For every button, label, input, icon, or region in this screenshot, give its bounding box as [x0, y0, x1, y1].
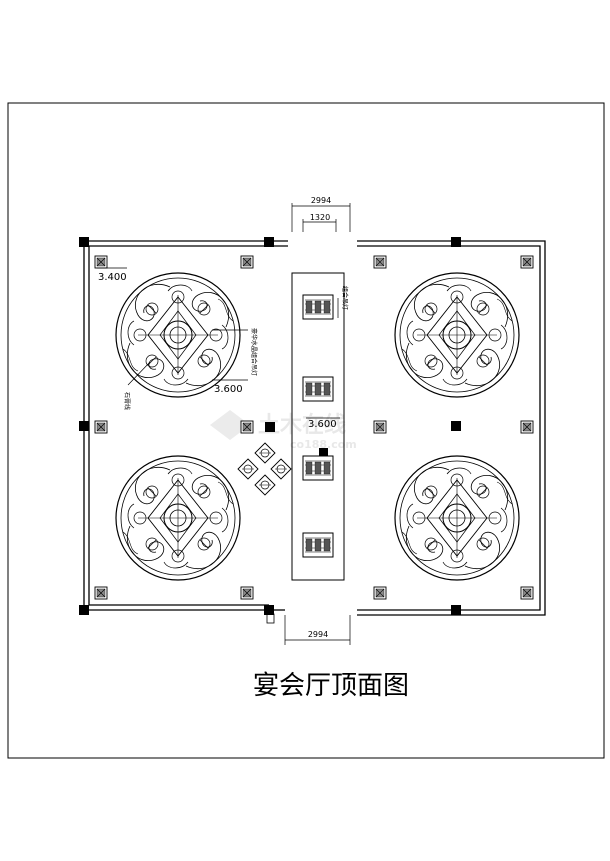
- structural-columns: [79, 237, 461, 615]
- ceiling-medallion-bottom-right: [394, 455, 520, 581]
- drawing-title: 宴会厅顶面图: [253, 671, 409, 701]
- downlight-icon: [520, 586, 534, 600]
- square-light-icon: [265, 422, 275, 432]
- downlight-icon: [520, 420, 534, 434]
- downlight-icon: [373, 255, 387, 269]
- central-coffer: [291, 272, 345, 581]
- dimension-top-inner: 1320: [310, 213, 330, 222]
- downlight-icon: [373, 420, 387, 434]
- diamond-light-icon: [254, 442, 276, 464]
- rect-chandelier-icon: [302, 532, 334, 558]
- note-chandelier: 豪华水晶组合吊灯: [250, 328, 258, 376]
- annotation-leaders: [97, 267, 340, 419]
- sheet-border: [7, 102, 605, 759]
- diamond-light-icon: [254, 474, 276, 496]
- rect-chandelier-icon: [302, 455, 334, 481]
- downlight-icon: [94, 586, 108, 600]
- note-plaster-line: 石膏线: [123, 392, 131, 410]
- top-dimension: [291, 203, 351, 232]
- downlight-icon: [240, 420, 254, 434]
- downlight-icon: [94, 420, 108, 434]
- bottom-dimension: [284, 615, 351, 645]
- downlight-icon: [373, 586, 387, 600]
- watermark-sub: co188.com: [290, 438, 357, 451]
- ceiling-medallion-bottom-left: [115, 455, 241, 581]
- downlight-icon: [94, 255, 108, 269]
- level-label-left-top: 3.400: [98, 272, 127, 283]
- dimension-bottom: 2994: [308, 630, 328, 639]
- downlight-icon: [240, 586, 254, 600]
- diamond-light-icon: [270, 458, 292, 480]
- rect-chandelier-icon: [302, 294, 334, 320]
- level-label-left-mid: 3.600: [214, 384, 243, 395]
- rect-chandelier-icon: [302, 376, 334, 402]
- level-label-center: 3.600: [308, 419, 337, 430]
- downlight-icon: [240, 255, 254, 269]
- diamond-light-icon: [237, 458, 259, 480]
- watermark: 土木在线 co188.com: [210, 410, 357, 451]
- note-combo-light: 组合吊灯: [341, 286, 349, 310]
- square-light-icon: [319, 448, 328, 457]
- downlight-icon: [520, 255, 534, 269]
- dimension-top-outer: 2994: [311, 196, 331, 205]
- ceiling-medallion-top-right: [394, 272, 520, 398]
